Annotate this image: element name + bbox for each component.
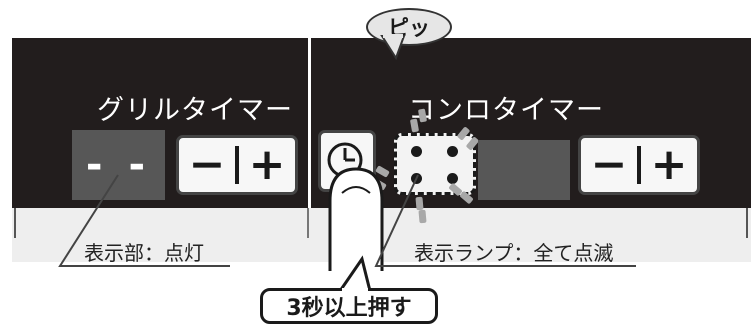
hold-instruction-text: 3秒以上押す <box>286 296 412 321</box>
strip-middle-divider <box>307 208 309 238</box>
callout-tail-mask <box>342 288 368 294</box>
display-note: 表示部：点灯 <box>84 241 204 265</box>
lamp-dot <box>447 146 458 157</box>
grill-timer-label: グリルタイマー <box>97 95 293 126</box>
timer-button[interactable] <box>318 130 376 192</box>
beep-bubble-tail <box>380 34 406 60</box>
strip-left-edge <box>14 208 16 238</box>
finger-icon <box>328 167 384 271</box>
konro-timer-label: コンロタイマー <box>408 95 604 126</box>
konro-timer-display <box>478 140 570 200</box>
konro-minus-button[interactable]: − <box>590 139 628 190</box>
grill-minus-button[interactable]: − <box>188 139 226 190</box>
konro-plus-button[interactable]: + <box>650 139 688 190</box>
grill-plus-button[interactable]: + <box>248 139 286 190</box>
callout-tail <box>338 255 372 292</box>
panel-divider <box>308 38 311 208</box>
grill-adjust-button[interactable]: − + <box>176 135 298 195</box>
konro-adjust-button[interactable]: − + <box>578 135 700 195</box>
lamp-note: 表示ランプ：全て点滅 <box>414 241 614 265</box>
lamp-dot <box>411 146 422 157</box>
grill-button-separator <box>235 146 239 184</box>
lamp-dot <box>447 173 458 184</box>
lamp-indicator-box <box>394 133 476 195</box>
strip-right-edge <box>746 208 748 238</box>
konro-button-separator <box>637 146 641 184</box>
